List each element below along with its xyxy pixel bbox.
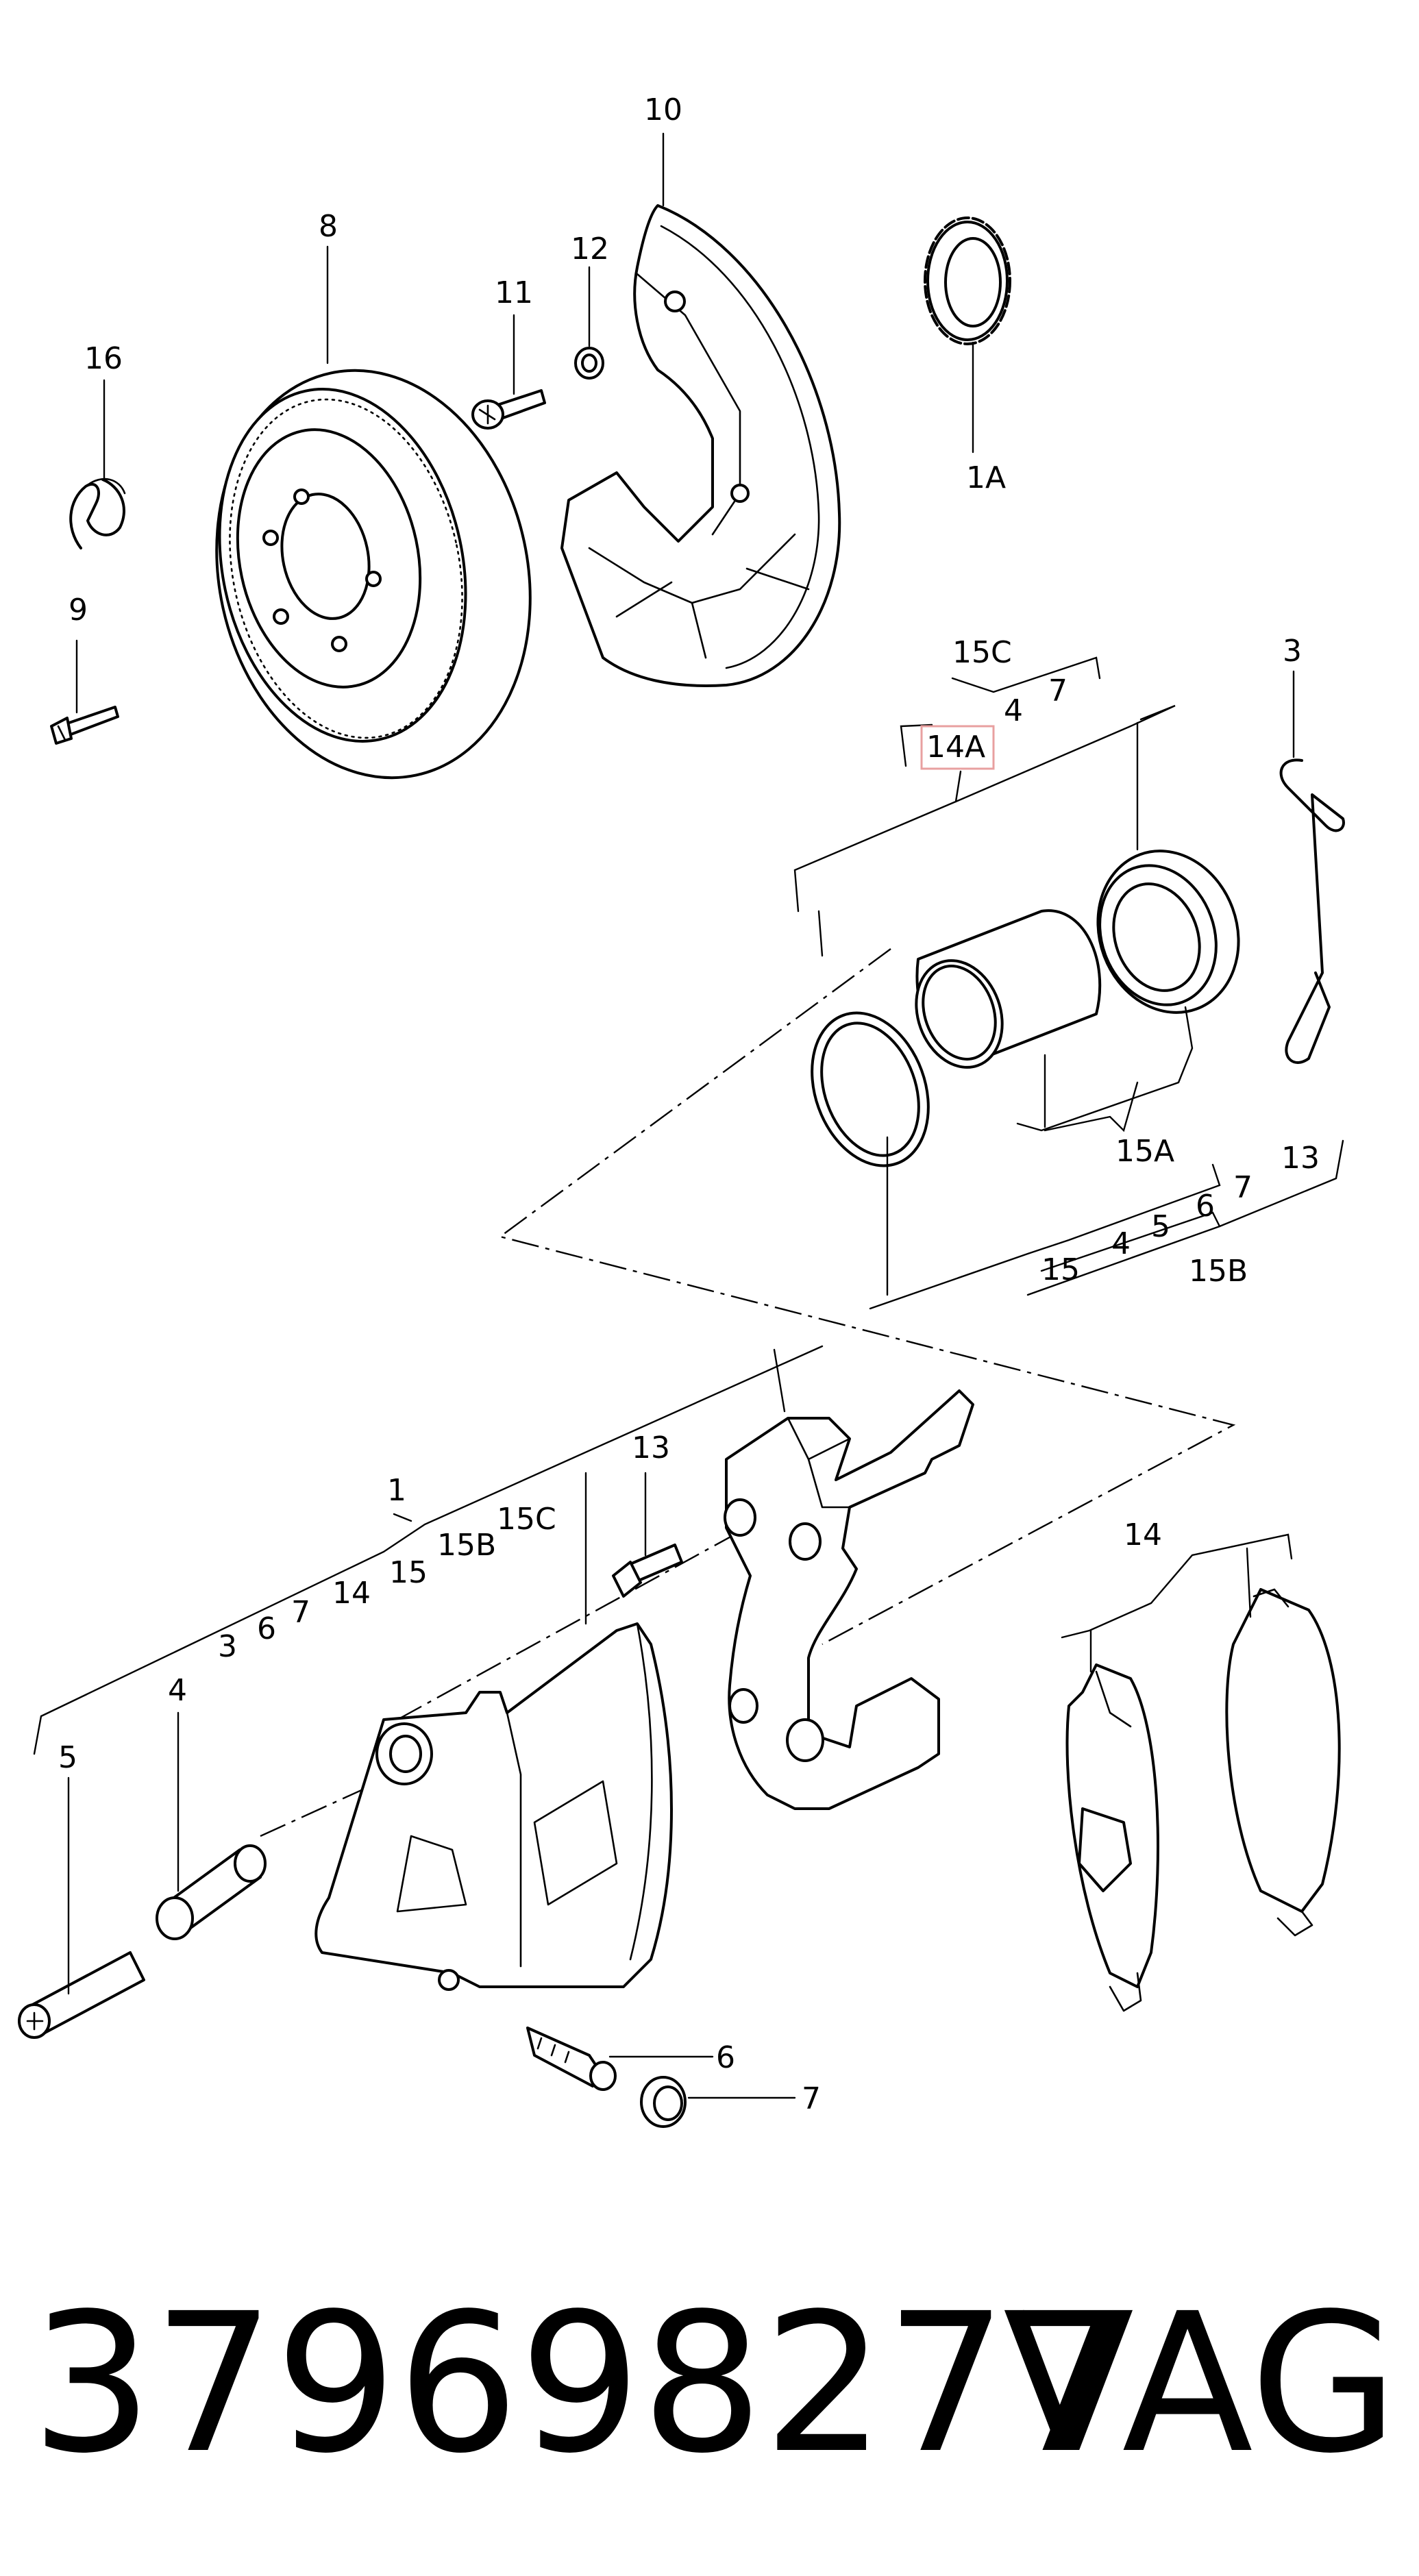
callout-10: 10 — [644, 92, 682, 127]
callout-5-mid: 5 — [1151, 1209, 1170, 1244]
part-number: 379698277 — [31, 2272, 1130, 2496]
callout-6-low: 6 — [257, 1611, 276, 1646]
callout-3: 3 — [1283, 634, 1302, 669]
callout-7-mid: 7 — [1233, 1170, 1253, 1205]
dust-cap — [640, 2076, 687, 2128]
guide-pin — [18, 1951, 145, 2039]
callout-14: 14 — [1124, 1518, 1162, 1552]
callout-15B-low: 15B — [437, 1528, 496, 1563]
callout-3-low: 3 — [218, 1629, 237, 1664]
callout-15-mid: 15 — [1041, 1252, 1080, 1287]
callout-14A: 14A — [926, 730, 985, 765]
callout-labels: 8 10 12 11 16 9 1A 3 15C 7 4 14A 15A 13 … — [58, 92, 1320, 2116]
callout-15C-low: 15C — [497, 1502, 556, 1537]
callout-11: 11 — [495, 275, 533, 310]
piston-seal — [811, 1011, 930, 1167]
carrier-bolt — [612, 1544, 683, 1598]
caliper-housing — [314, 1622, 673, 1991]
callout-4-mid: 4 — [1111, 1226, 1131, 1261]
callout-1A: 1A — [966, 460, 1006, 495]
callout-12: 12 — [571, 232, 609, 267]
callout-15A: 15A — [1115, 1134, 1174, 1169]
brake-pad-inner — [1065, 1663, 1159, 2012]
callout-14A-highlight — [920, 725, 995, 770]
callout-13-mid: 13 — [632, 1431, 670, 1465]
callout-15C-top: 15C — [952, 635, 1012, 670]
dust-boot — [1096, 850, 1240, 1014]
countersunk-screw — [50, 706, 119, 745]
shield-bolt — [471, 389, 546, 430]
callout-7-low: 7 — [291, 1595, 310, 1630]
callout-16: 16 — [84, 341, 123, 376]
guide-bushing — [156, 1844, 267, 1940]
callout-8: 8 — [319, 209, 338, 244]
callout-14-low: 14 — [332, 1576, 371, 1611]
caliper-carrier — [724, 1389, 974, 1810]
brand-name: VAG — [1002, 2272, 1398, 2496]
abs-tone-ring — [924, 216, 1011, 345]
callout-15B-mid: 15B — [1189, 1254, 1248, 1289]
splash-shield — [560, 204, 841, 687]
callout-7: 7 — [802, 2081, 821, 2116]
brake-disc — [215, 369, 532, 780]
callout-5-low: 5 — [58, 1740, 77, 1775]
callout-4-low: 4 — [168, 1673, 187, 1708]
callout-15-low: 15 — [389, 1555, 428, 1590]
callout-7-top: 7 — [1048, 673, 1068, 708]
caliper-piston — [915, 909, 1102, 1069]
brake-pad-outer — [1225, 1588, 1341, 1937]
callout-1: 1 — [387, 1473, 406, 1508]
callout-6: 6 — [716, 2040, 735, 2075]
callout-6-mid: 6 — [1196, 1189, 1215, 1224]
spring-clip — [69, 478, 126, 549]
washer — [574, 347, 604, 380]
pad-retaining-spring — [1279, 758, 1345, 1064]
bleeder-screw — [526, 2027, 617, 2091]
callout-9: 9 — [69, 593, 88, 628]
callout-13-top: 13 — [1281, 1141, 1320, 1176]
leader-lines — [33, 132, 1344, 2099]
callout-4-top: 4 — [1004, 693, 1023, 728]
